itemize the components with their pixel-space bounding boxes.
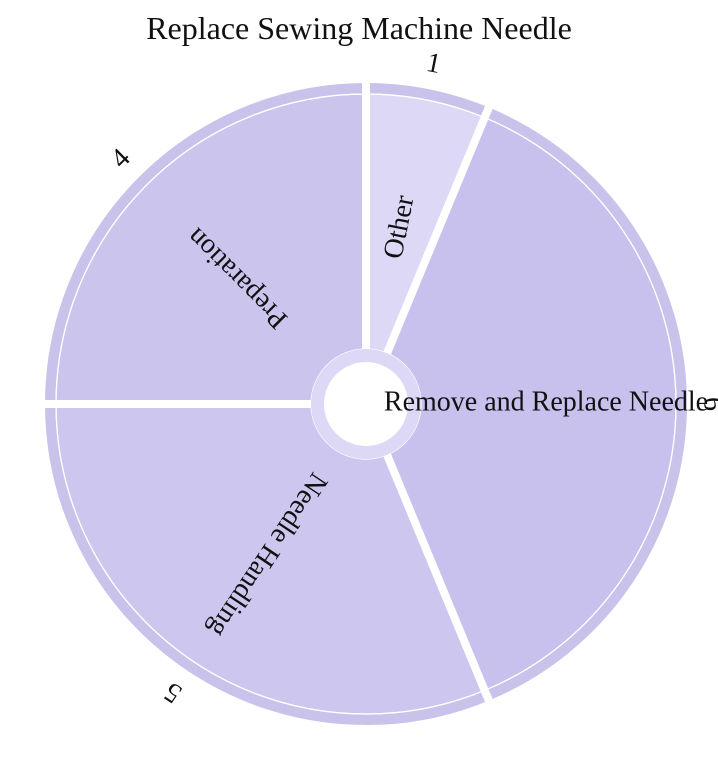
center-hole-edge (311, 349, 421, 459)
center-hole (324, 362, 408, 446)
count-label-preparation: 4 (105, 143, 137, 175)
count-label-remove-and-replace-needle: 6 (698, 397, 718, 411)
count-label-needle-handling: 5 (159, 676, 188, 710)
slice-label-remove-and-replace-needle: Remove and Replace Needle (384, 386, 708, 417)
slice-separator (383, 98, 496, 355)
chart-title: Replace Sewing Machine Needle (146, 10, 572, 46)
count-label-other: 1 (424, 47, 444, 80)
slice-separator (383, 453, 496, 710)
